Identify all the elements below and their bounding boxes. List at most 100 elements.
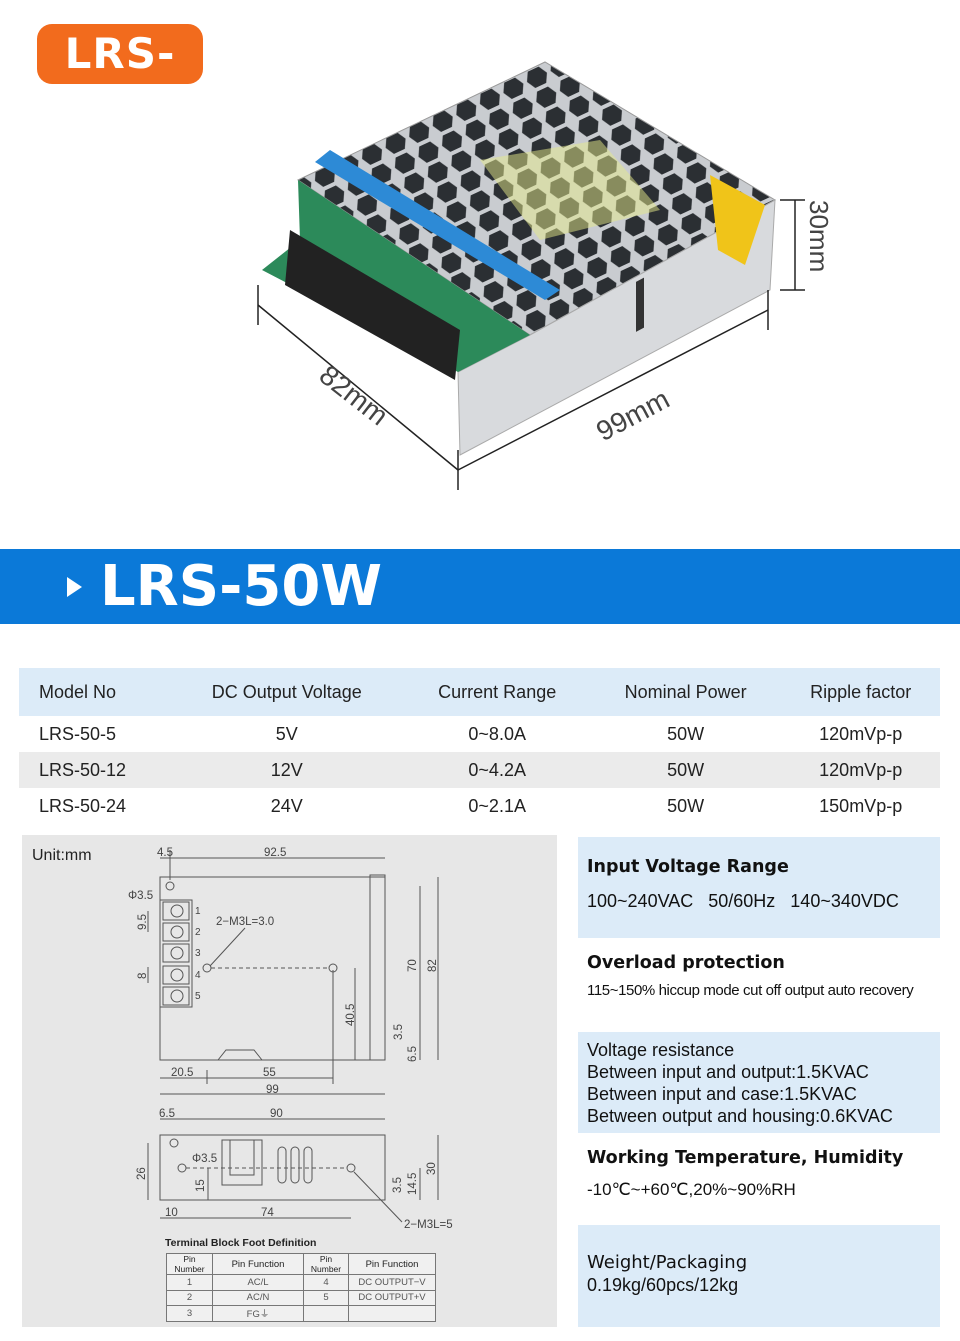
pin-header: Pin Function: [212, 1253, 304, 1275]
spec-title: Working Temperature, Humidity: [587, 1148, 904, 1168]
depth-label: 82mm: [314, 359, 394, 431]
cell: LRS-50-12: [19, 752, 169, 788]
dim-4-5: 4.5: [157, 847, 173, 859]
spec-value: Between input and output:1.5KVAC: [587, 1062, 869, 1082]
spec-overload: Overload protection 115~150% hiccup mode…: [578, 950, 940, 1025]
model-table: Model No DC Output Voltage Current Range…: [19, 668, 940, 824]
side-dim-15: 15: [195, 1179, 207, 1192]
spec-value: 0.19kg/60pcs/12kg: [587, 1275, 739, 1295]
dim-55: 55: [263, 1067, 276, 1079]
cell: 24V: [270, 795, 303, 816]
pin-header: Pin Number: [166, 1253, 213, 1275]
cell: [348, 1305, 436, 1322]
pin-label: 2: [195, 927, 201, 938]
dimension-drawing-panel: [22, 835, 557, 1327]
side-dim-14-5: 14.5: [407, 1173, 419, 1195]
cell: AC/L: [212, 1274, 304, 1291]
terminal-slot: [162, 901, 190, 921]
dim-82: 82: [427, 959, 439, 972]
cell: FG⏚: [212, 1305, 304, 1322]
pin-table-title: Terminal Block Foot Definition: [165, 1237, 317, 1249]
pin-label: 5: [195, 991, 201, 1002]
screw-label-top: 2−M3L=3.0: [216, 916, 274, 928]
screw-label-side: 2−M3L=5: [404, 1219, 453, 1231]
side-dim-30: 30: [426, 1162, 438, 1175]
cell: 0~4.2A: [404, 752, 590, 788]
terminal-screw-icon: [170, 968, 184, 982]
cell: LRS-50-5: [39, 723, 117, 744]
dim-3-5: 3.5: [393, 1024, 405, 1040]
cell: [303, 1305, 349, 1322]
cell: 0~2.1A: [468, 795, 526, 816]
dim-20-5: 20.5: [171, 1067, 193, 1079]
cell: 5: [303, 1289, 349, 1306]
pin-label: 3: [195, 948, 201, 959]
pin-table: Pin Number Pin Function Pin Number Pin F…: [166, 1253, 436, 1322]
dim-99: 99: [266, 1084, 279, 1096]
spec-value: 100~240VAC 50/60Hz 140~340VDC: [587, 891, 899, 911]
spec-value: Between input and case:1.5KVAC: [587, 1084, 857, 1104]
table-row: LRS-50-5 5V 0~8.0A 50W 120mVp-p: [19, 716, 940, 752]
col-header: Nominal Power: [589, 668, 782, 716]
dim-92-5: 92.5: [264, 847, 286, 859]
cell: DC OUTPUT+V: [348, 1289, 436, 1306]
dim-9-5: 9.5: [137, 914, 149, 930]
side-dim-10: 10: [165, 1207, 178, 1219]
terminal-screw-icon: [170, 989, 184, 1003]
spec-title: Overload protection: [587, 953, 785, 973]
col-header: Ripple factor: [781, 668, 940, 716]
spec-title: Weight/Packaging: [587, 1252, 748, 1273]
cell: 3: [166, 1305, 213, 1322]
cell: 5V: [275, 723, 298, 744]
terminal-slot: [162, 922, 190, 942]
cell: 50W: [667, 723, 705, 744]
cell: LRS-50-24: [39, 795, 127, 816]
cell: 150mVp-p: [819, 795, 903, 816]
side-dim-phi: Φ3.5: [192, 1153, 217, 1165]
dim-40-5: 40.5: [345, 1004, 357, 1026]
dim-8: 8: [137, 973, 149, 979]
col-header: Current Range: [404, 668, 590, 716]
cell: 12V: [169, 752, 405, 788]
cell: 0~8.0A: [468, 723, 526, 744]
cell: 2: [166, 1289, 213, 1306]
table-header: Model No DC Output Voltage Current Range…: [19, 668, 940, 716]
dim-phi-3-5: Φ3.5: [128, 890, 153, 902]
spec-working-temperature: Working Temperature, Humidity -10℃~+60℃,…: [578, 1145, 940, 1220]
spec-title: Voltage resistance: [587, 1040, 735, 1060]
cell: 120mVp-p: [781, 752, 940, 788]
side-dim-90: 90: [270, 1108, 283, 1120]
spec-title: Input Voltage Range: [587, 857, 789, 877]
terminal-slot: [162, 986, 190, 1006]
banner-title: LRS-50W: [100, 554, 383, 619]
model-banner: LRS-50W: [0, 549, 960, 624]
spec-weight-packaging: Weight/Packaging 0.19kg/60pcs/12kg: [578, 1225, 940, 1327]
spec-value: 115~150% hiccup mode cut off output auto…: [587, 982, 914, 999]
cell: 50W: [589, 752, 782, 788]
terminal-screw-icon: [170, 946, 184, 960]
spec-value: -10℃~+60℃,20%~90%RH: [587, 1180, 796, 1199]
cell: 1: [166, 1274, 213, 1291]
product-photo: 82mm 99mm 30mm: [257, 61, 834, 490]
side-dim-26: 26: [136, 1167, 148, 1180]
dimension-drawing: 4.5 92.5 Φ3.5 9.5 8 2−M3L=3.0 40.5 70 82…: [128, 847, 453, 1231]
side-dim-6-5: 6.5: [159, 1108, 175, 1120]
col-header: Model No: [19, 668, 169, 716]
cell: DC OUTPUT−V: [348, 1274, 436, 1291]
pin-label: 4: [195, 970, 201, 981]
triangle-right-icon: [67, 577, 82, 597]
terminal-screw-icon: [170, 904, 184, 918]
terminal-slot: [162, 943, 190, 963]
spec-input-voltage: Input Voltage Range 100~240VAC 50/60Hz 1…: [578, 837, 940, 938]
table-row: LRS-50-24 24V 0~2.1A 50W 150mVp-p: [19, 788, 940, 824]
cell: AC/N: [212, 1289, 304, 1306]
length-label: 99mm: [591, 383, 674, 447]
cell: 50W: [667, 795, 705, 816]
dim-6-5: 6.5: [407, 1046, 419, 1062]
cell: 120mVp-p: [819, 723, 903, 744]
pin-header: Pin Number: [303, 1253, 349, 1275]
